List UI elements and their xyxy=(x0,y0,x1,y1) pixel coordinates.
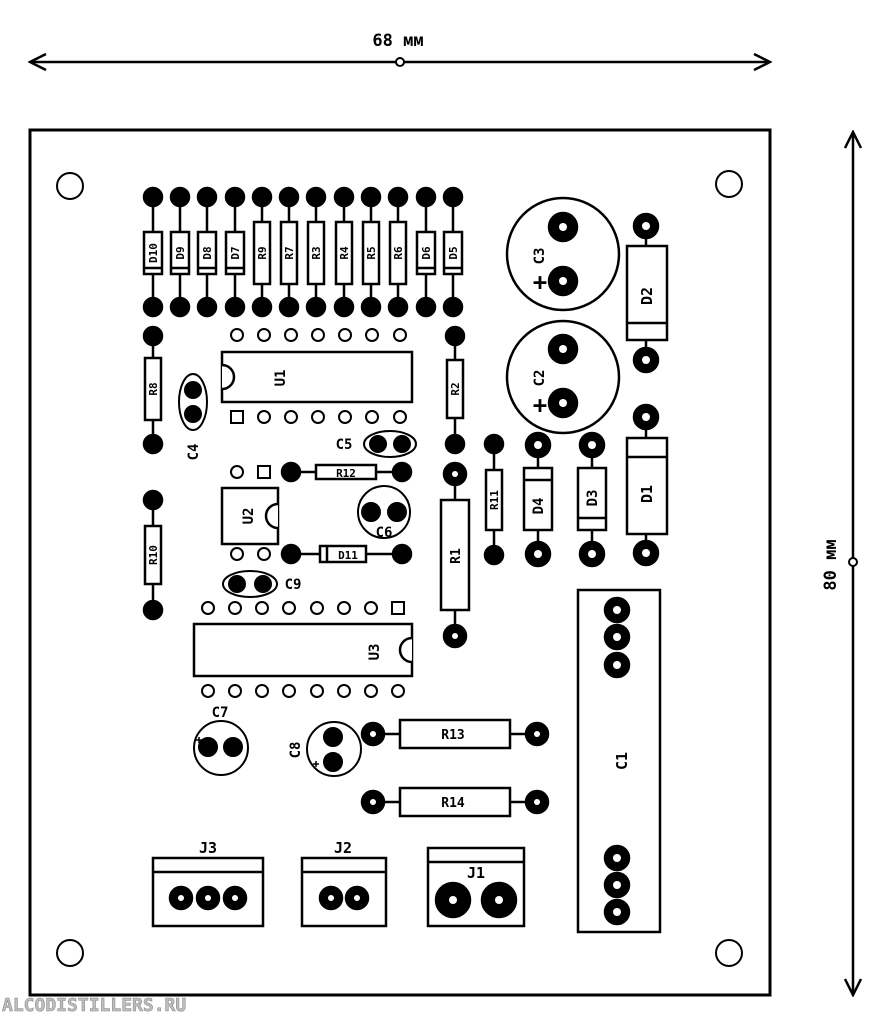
capacitor-c1: C1 xyxy=(576,588,662,934)
height-label: 80 мм xyxy=(821,539,841,590)
mounting-holes xyxy=(56,170,743,967)
c2-plus: + xyxy=(533,391,547,419)
diode-d6: D6 xyxy=(415,186,437,318)
d10-label: D10 xyxy=(147,243,160,263)
r4-label: R4 xyxy=(338,246,351,260)
c2-label: C2 xyxy=(532,370,548,387)
diode-d7: D7 xyxy=(224,186,246,318)
d5-label: D5 xyxy=(447,246,460,259)
resistor-r8: R8 xyxy=(142,325,164,455)
diode-d4: D4 xyxy=(522,431,554,568)
c7-label: C7 xyxy=(212,705,229,721)
r11-label: R11 xyxy=(488,490,501,510)
r3-label: R3 xyxy=(310,246,323,259)
d2-label: D2 xyxy=(638,287,656,305)
d7-label: D7 xyxy=(229,246,242,259)
resistor-r5: R5 xyxy=(360,186,382,318)
capacitor-c5: C5 xyxy=(336,430,417,458)
resistor-r1: R1 xyxy=(439,461,471,649)
d3-label: D3 xyxy=(585,490,601,507)
d1-label: D1 xyxy=(638,485,656,503)
height-dimension: 80 мм xyxy=(821,132,857,995)
board-outline xyxy=(28,128,772,997)
resistor-r12: R12 xyxy=(230,461,413,483)
watermark: ALCODISTILLERS.RU xyxy=(2,995,186,1016)
diode-d8: D8 xyxy=(196,186,218,318)
resistor-r7: R7 xyxy=(278,186,300,318)
resistor-r10: R10 xyxy=(142,489,164,621)
connector-j3: J3 xyxy=(151,839,265,928)
c5-label: C5 xyxy=(336,437,353,453)
d8-label: D8 xyxy=(201,246,214,259)
mounting-hole xyxy=(715,170,743,198)
capacitor-c9: C9 xyxy=(222,570,302,598)
resistor-r11: R11 xyxy=(483,433,505,566)
resistor-r4: R4 xyxy=(333,186,355,318)
r1-label: R1 xyxy=(449,548,464,564)
connector-j1: J1 xyxy=(426,846,526,928)
diode-d5: D5 xyxy=(442,186,464,318)
r2-label: R2 xyxy=(449,382,462,395)
resistor-r9: R9 xyxy=(251,186,273,318)
d9-label: D9 xyxy=(174,246,187,259)
resistor-r14: R14 xyxy=(360,786,550,818)
r5-label: R5 xyxy=(365,246,378,259)
mounting-hole xyxy=(56,172,84,200)
resistor-r2: R2 xyxy=(444,325,466,455)
r10-label: R10 xyxy=(147,545,160,565)
c3-plus: + xyxy=(533,268,547,296)
capacitor-c3: + C3 xyxy=(505,196,621,312)
r7-label: R7 xyxy=(283,246,296,259)
resistor-r6: R6 xyxy=(387,186,409,318)
resistor-r3: R3 xyxy=(305,186,327,318)
top-component-row: D10 D9 D8 D7 R9 xyxy=(142,186,464,318)
c4-label: C4 xyxy=(186,444,202,461)
diode-d10: D10 xyxy=(142,186,164,318)
c9-label: C9 xyxy=(285,577,302,593)
c3-label: C3 xyxy=(532,248,548,265)
ic-u3: U3 xyxy=(192,601,414,698)
c6-label: C6 xyxy=(376,525,393,541)
d6-label: D6 xyxy=(420,246,433,260)
r6-label: R6 xyxy=(392,246,405,260)
u1-label: U1 xyxy=(273,370,289,387)
d11-label: D11 xyxy=(338,549,358,562)
width-dimension: 68 мм xyxy=(30,31,770,66)
diode-d9: D9 xyxy=(169,186,191,318)
j1-label: J1 xyxy=(467,864,485,882)
j2-label: J2 xyxy=(334,839,352,857)
r8-label: R8 xyxy=(147,382,160,395)
resistor-r13: R13 xyxy=(360,718,550,750)
c8-label: C8 xyxy=(288,742,304,759)
capacitor-c6: C6 xyxy=(357,485,411,541)
j3-label: J3 xyxy=(199,839,217,857)
capacitor-c7: C7 xyxy=(193,705,249,776)
r9-label: R9 xyxy=(256,246,269,259)
capacitor-c8: C8 xyxy=(288,721,362,777)
c1-label: C1 xyxy=(613,752,631,770)
u2-label: U2 xyxy=(241,508,257,525)
capacitor-c4: C4 xyxy=(178,373,208,461)
mounting-hole xyxy=(715,939,743,967)
r12-label: R12 xyxy=(336,467,356,480)
ic-u2: U2 xyxy=(220,486,280,546)
connector-j2: J2 xyxy=(300,839,388,928)
u3-label: U3 xyxy=(367,644,383,661)
width-label: 68 мм xyxy=(372,31,423,51)
r14-label: R14 xyxy=(441,796,465,811)
diode-d11: D11 xyxy=(230,543,413,565)
r13-label: R13 xyxy=(441,728,464,743)
mounting-hole xyxy=(56,939,84,967)
d4-label: D4 xyxy=(531,498,547,515)
diode-d3: D3 xyxy=(576,431,608,568)
ic-u1: U1 xyxy=(220,328,414,424)
capacitor-c2: + C2 xyxy=(505,319,621,435)
diode-d2: D2 xyxy=(625,212,669,374)
diode-d1: D1 xyxy=(625,403,669,567)
